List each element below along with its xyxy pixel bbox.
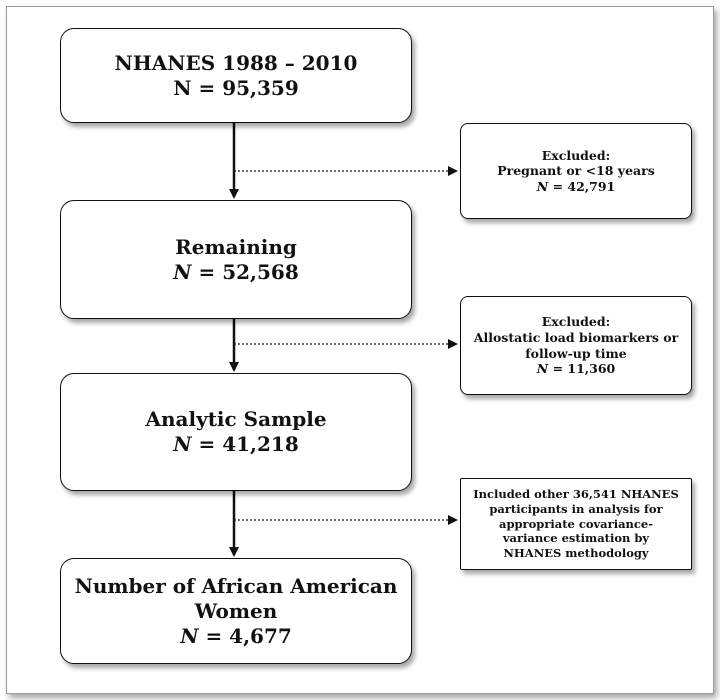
box-nhanes-title: NHANES 1988 – 2010 bbox=[114, 50, 358, 75]
excluded-1-count: N = 42,791 bbox=[536, 178, 616, 194]
box-aaw-count: N = 4,677 bbox=[180, 623, 292, 648]
included-line5: NHANES methodology bbox=[503, 546, 649, 561]
included-line3: appropriate covariance- bbox=[499, 516, 653, 531]
box-remaining-count: N = 52,568 bbox=[173, 259, 299, 284]
box-remaining-title: Remaining bbox=[175, 234, 297, 259]
box-aaw-title-line1: Number of African American bbox=[74, 573, 398, 598]
excluded-1-reason: Pregnant or <18 years bbox=[497, 163, 655, 179]
box-analytic-sample: Analytic Sample N = 41,218 bbox=[60, 373, 412, 491]
box-aaw-title-line2: Women bbox=[194, 598, 278, 623]
included-box: Included other 36,541 NHANES participant… bbox=[460, 478, 692, 570]
excluded-2-reason-line2: follow-up time bbox=[525, 345, 627, 361]
box-analytic-title: Analytic Sample bbox=[145, 407, 327, 431]
included-line2: participants in analysis for bbox=[489, 501, 663, 516]
box-remaining: Remaining N = 52,568 bbox=[60, 200, 412, 319]
included-line4: variance estimation by bbox=[502, 531, 650, 546]
excluded-2-count: N = 11,360 bbox=[536, 361, 616, 377]
box-african-american-women: Number of African American Women N = 4,6… bbox=[60, 558, 412, 664]
box-nhanes-total: NHANES 1988 – 2010 N = 95,359 bbox=[60, 28, 412, 123]
excluded-box-1: Excluded: Pregnant or <18 years N = 42,7… bbox=[460, 123, 692, 219]
included-line1: Included other 36,541 NHANES bbox=[473, 486, 679, 501]
excluded-box-2: Excluded: Allostatic load biomarkers or … bbox=[460, 296, 692, 395]
box-nhanes-count: N = 95,359 bbox=[173, 75, 299, 100]
box-analytic-count: N = 41,218 bbox=[173, 432, 299, 456]
excluded-2-heading: Excluded: bbox=[541, 314, 611, 330]
excluded-1-heading: Excluded: bbox=[541, 147, 611, 163]
excluded-2-reason-line1: Allostatic load biomarkers or bbox=[473, 329, 679, 345]
